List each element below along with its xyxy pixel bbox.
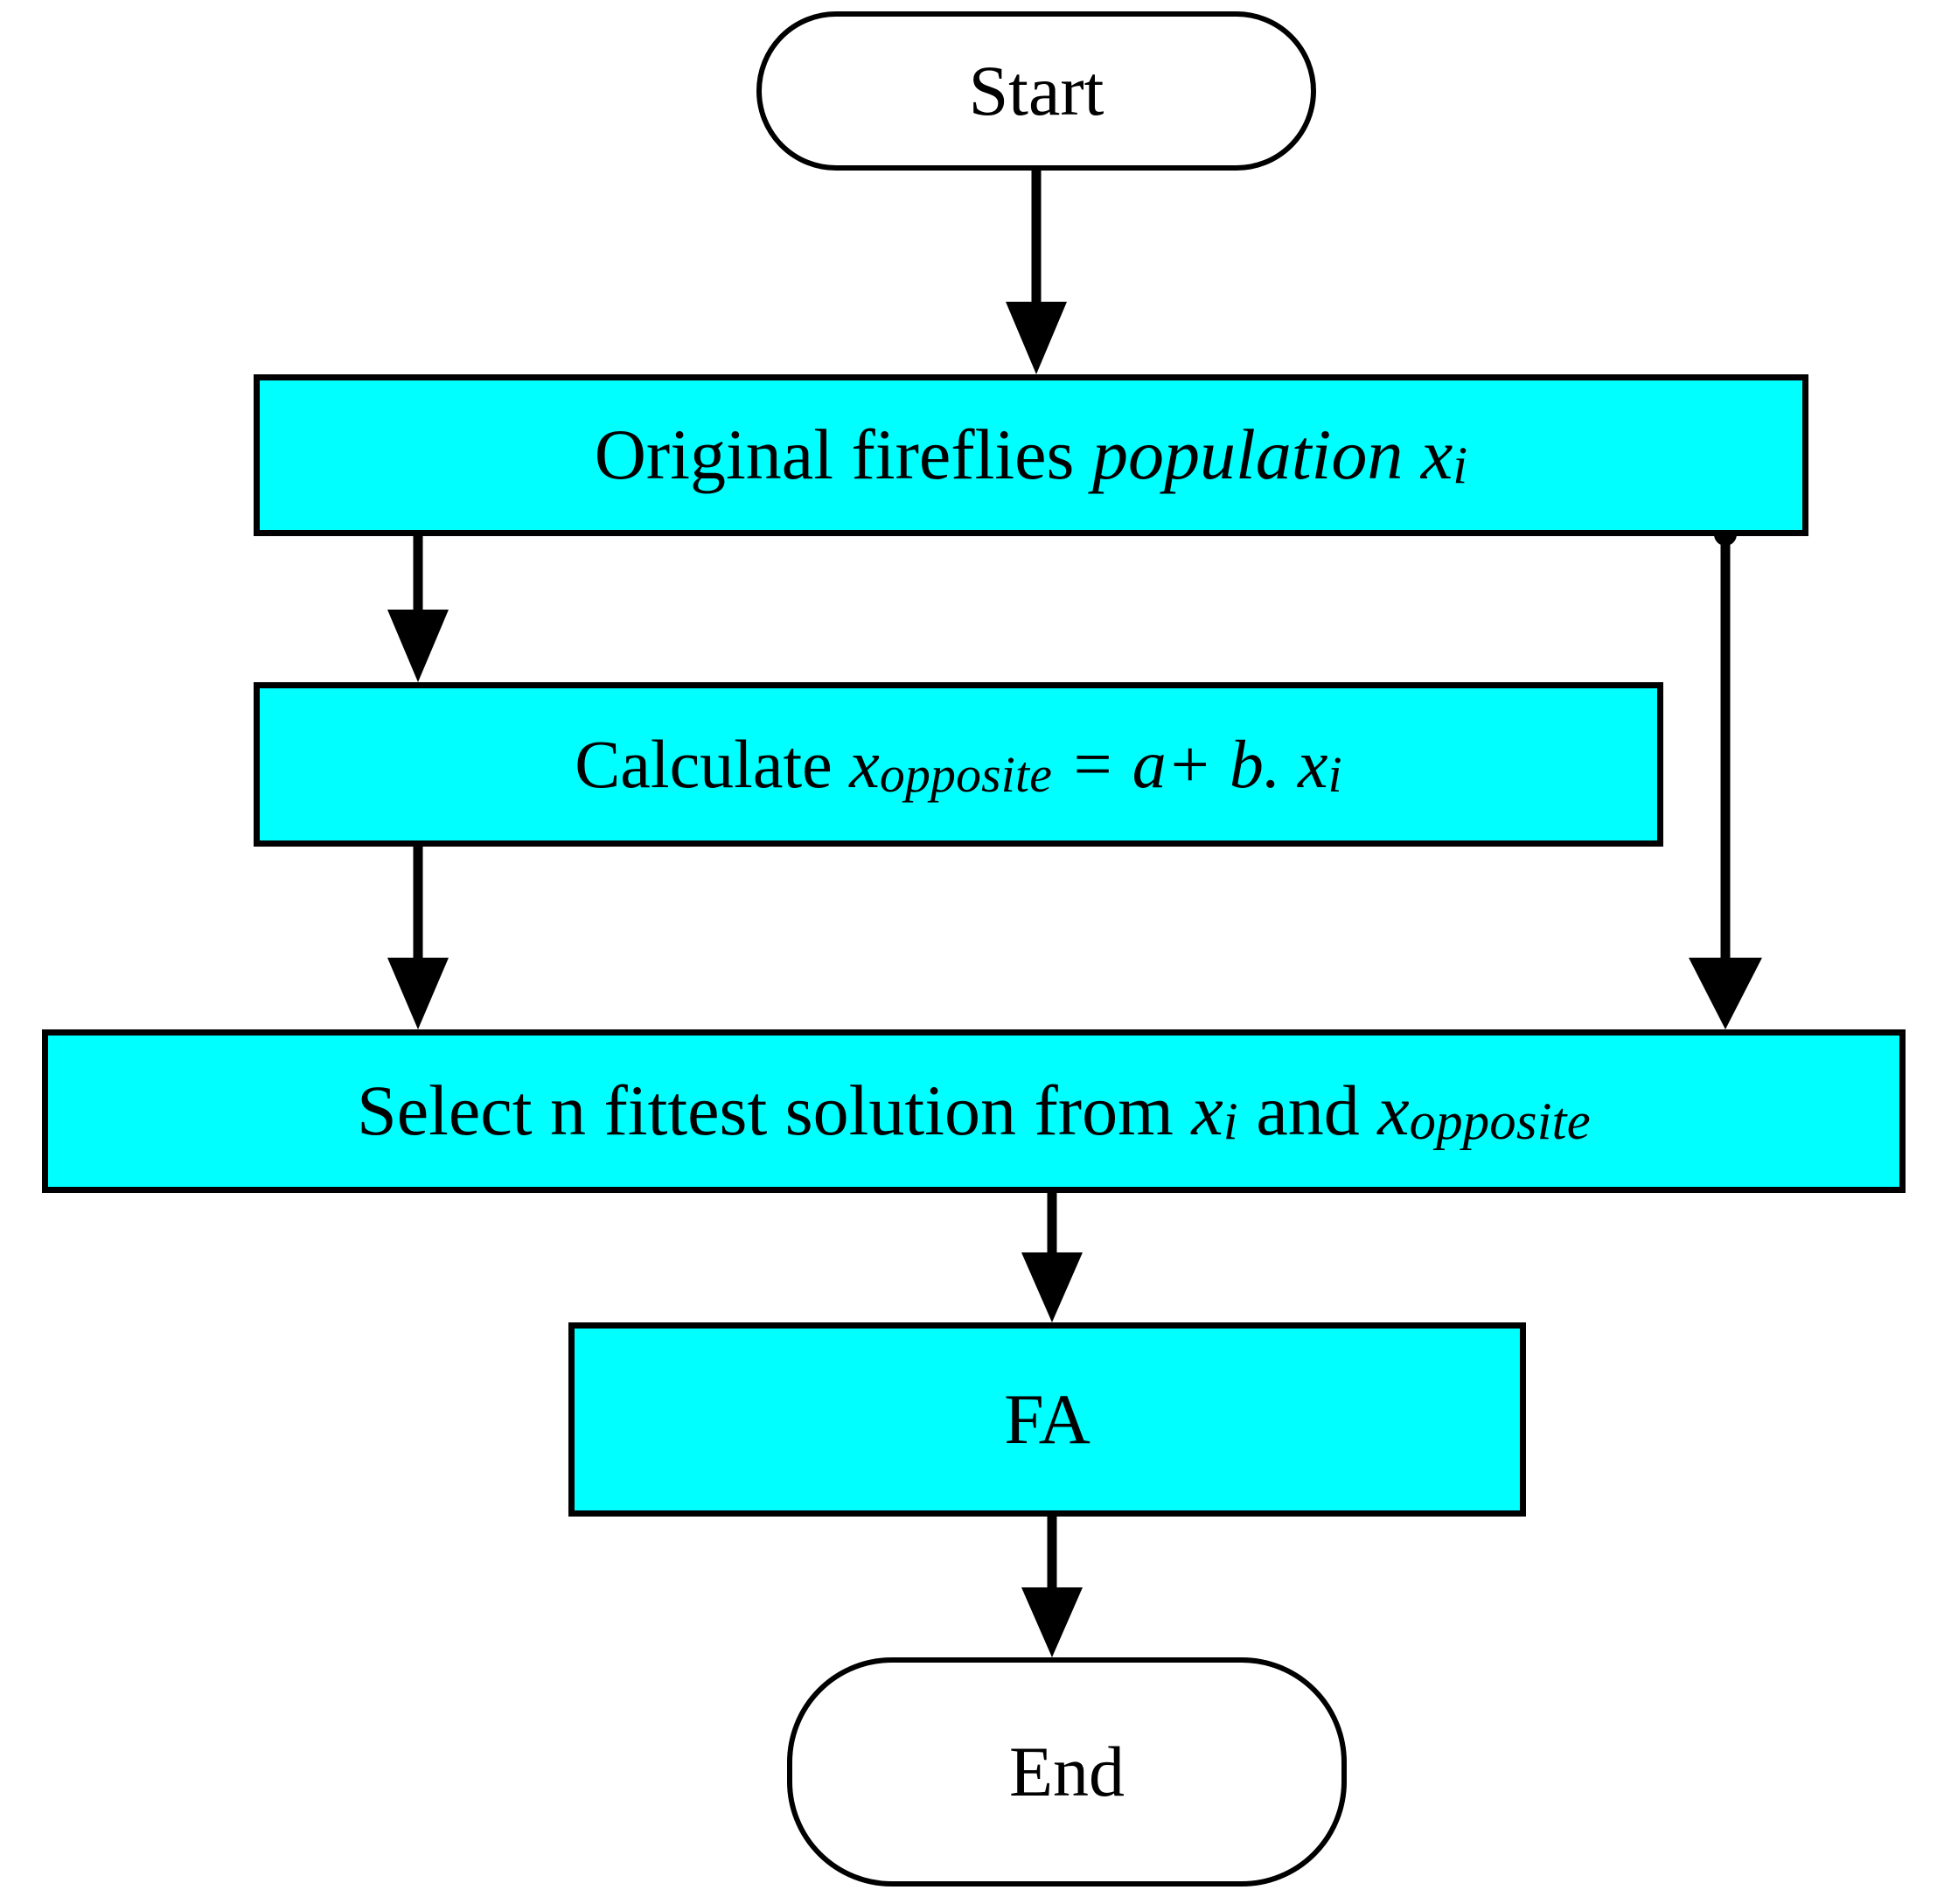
text-run-italic: population x	[1091, 415, 1453, 495]
text-run-roman-2: and	[1237, 1071, 1378, 1151]
node-original-population[interactable]: Original fireflies population xi	[254, 374, 1808, 536]
node-fa-label: FA	[1004, 1378, 1090, 1459]
text-run-roman: Calculate	[575, 726, 850, 803]
text-run-subscript-2: i	[1327, 747, 1342, 803]
text-run-subscript-2: opposite	[1409, 1092, 1591, 1152]
node-start[interactable]: Start	[756, 11, 1316, 171]
node-calculate-opposite[interactable]: Calculate xopposite = a+ b. xi	[254, 682, 1663, 847]
text-run-roman: Select n fittest solution from	[357, 1071, 1192, 1151]
node-select-fittest[interactable]: Select n fittest solution from xi and xo…	[42, 1029, 1906, 1193]
text-run-subscript: i	[1453, 436, 1468, 496]
node-select-fittest-label: Select n fittest solution from xi and xo…	[350, 1071, 1598, 1152]
text-run-italic: x	[849, 726, 880, 803]
text-run-italic-2: x	[1377, 1071, 1410, 1151]
node-end-label: End	[1008, 1731, 1125, 1811]
text-run-subscript: opposite	[879, 747, 1053, 803]
node-start-label: Start	[968, 50, 1104, 130]
text-run-roman: Original fireflies	[594, 415, 1092, 495]
text-run-italic-2: = a+ b. x	[1052, 726, 1328, 803]
node-end[interactable]: End	[787, 1657, 1347, 1887]
node-calculate-opposite-label: Calculate xopposite = a+ b. xi	[568, 726, 1349, 803]
text-run-subscript: i	[1223, 1092, 1238, 1152]
node-original-population-label: Original fireflies population xi	[588, 415, 1475, 496]
text-run-italic: x	[1191, 1071, 1223, 1151]
node-fa[interactable]: FA	[568, 1322, 1526, 1517]
